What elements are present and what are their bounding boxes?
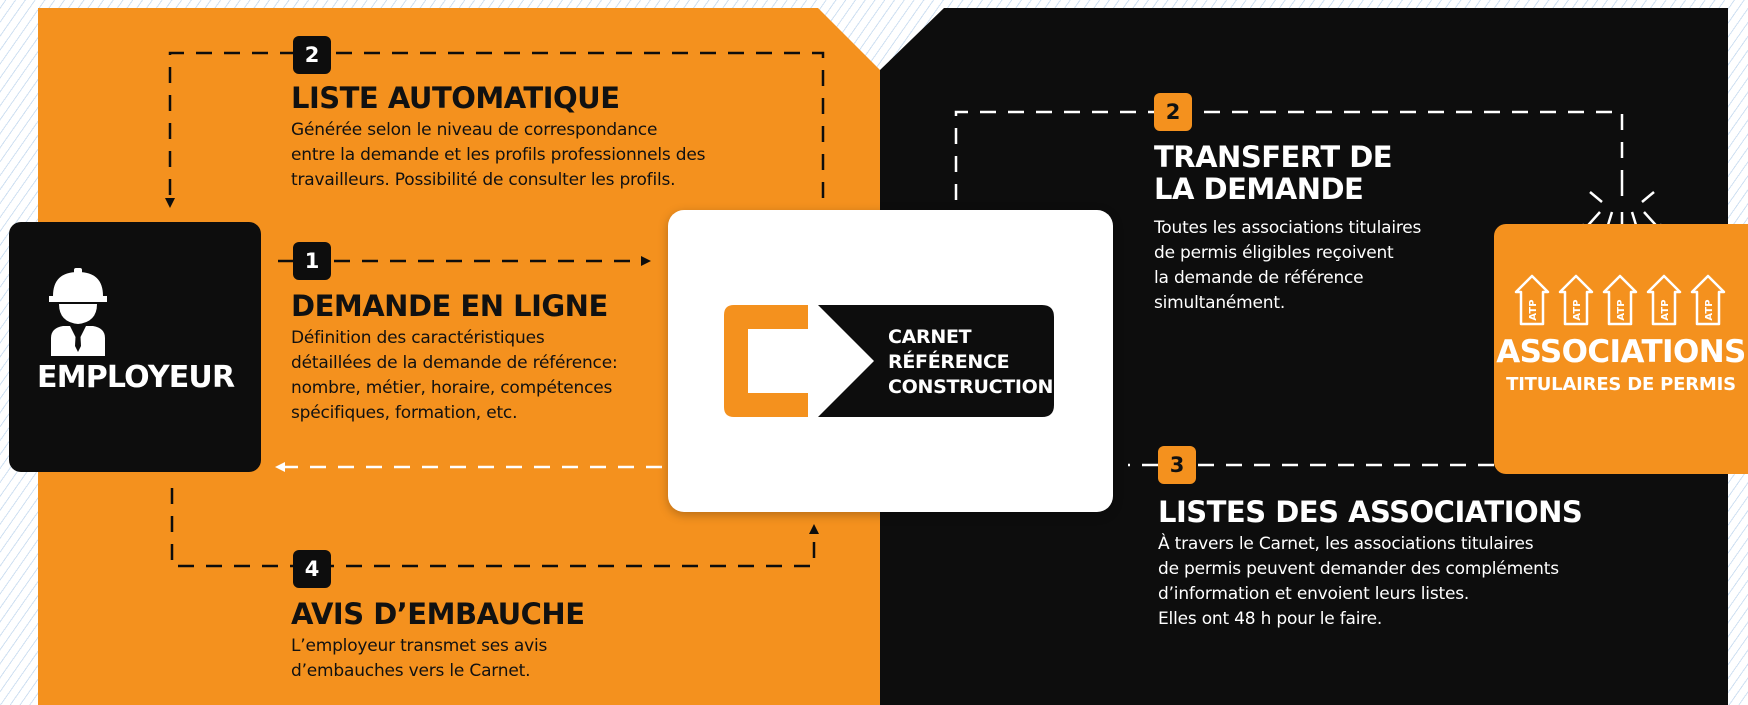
listes-associations-description: À travers le Carnet, les associations ti… [1158, 534, 1559, 629]
liste-automatique-title: LISTE AUTOMATIQUE [291, 81, 620, 115]
avis-embauche-title: AVIS D’EMBAUCHE [291, 597, 585, 631]
orange-panel [38, 8, 880, 705]
construction-worker-icon [49, 268, 107, 356]
atp-house-icon: ATP [1602, 274, 1638, 326]
atp-house-icon: ATP [1690, 274, 1726, 326]
carnet-card: CARNET RÉFÉRENCE CONSTRUCTION [668, 210, 1113, 512]
transfert-description: Toutes les associations titulaires de pe… [1154, 218, 1422, 313]
carnet-logo-icon [724, 305, 1054, 417]
associations-subtitle: TITULAIRES DE PERMIS [1506, 374, 1736, 395]
step-badge-demande-en-ligne: 1 [293, 242, 331, 280]
carnet-logo-text: CARNET RÉFÉRENCE CONSTRUCTION [888, 326, 1054, 398]
step-badge-transfert: 2 [1154, 93, 1192, 131]
employer-box: EMPLOYEUR [9, 222, 261, 472]
atp-house-icon: ATP [1514, 274, 1550, 326]
atp-house-label: ATP [1572, 299, 1583, 320]
atp-house-icon: ATP [1646, 274, 1682, 326]
atp-house-icon: ATP [1558, 274, 1594, 326]
transfert-title: TRANSFERT DE LA DEMANDE [1154, 140, 1393, 207]
step-badge-avis-embauche: 4 [293, 550, 331, 588]
demande-en-ligne-title: DEMANDE EN LIGNE [291, 289, 608, 323]
associations-title: ASSOCIATIONS [1496, 334, 1746, 370]
step-badge-liste-automatique: 2 [293, 36, 331, 74]
atp-house-label: ATP [1660, 299, 1671, 320]
black-panel [880, 8, 1728, 705]
associations-box: ATP ATP ATP ATP ATP ASSOCIATIONS TITULAIRES … [1494, 224, 1748, 474]
connector-avis-embauche [170, 488, 819, 568]
house-icon: ATP ATP ATP ATP ATP [1514, 274, 1726, 326]
atp-house-label: ATP [1704, 299, 1715, 320]
step-badge-listes-associations: 3 [1158, 446, 1196, 484]
demande-en-ligne-description: Définition des caractéristiques détaillé… [291, 328, 618, 423]
employer-label: EMPLOYEUR [37, 360, 235, 395]
atp-house-label: ATP [1528, 299, 1539, 320]
connector-liste-automatique [165, 51, 825, 208]
atp-house-label: ATP [1616, 299, 1627, 320]
listes-associations-title: LISTES DES ASSOCIATIONS [1158, 495, 1583, 529]
liste-automatique-description: Générée selon le niveau de correspondanc… [291, 120, 706, 190]
connector-transfert [954, 110, 1655, 203]
avis-embauche-description: L’employeur transmet ses avis d’embauche… [291, 636, 548, 681]
